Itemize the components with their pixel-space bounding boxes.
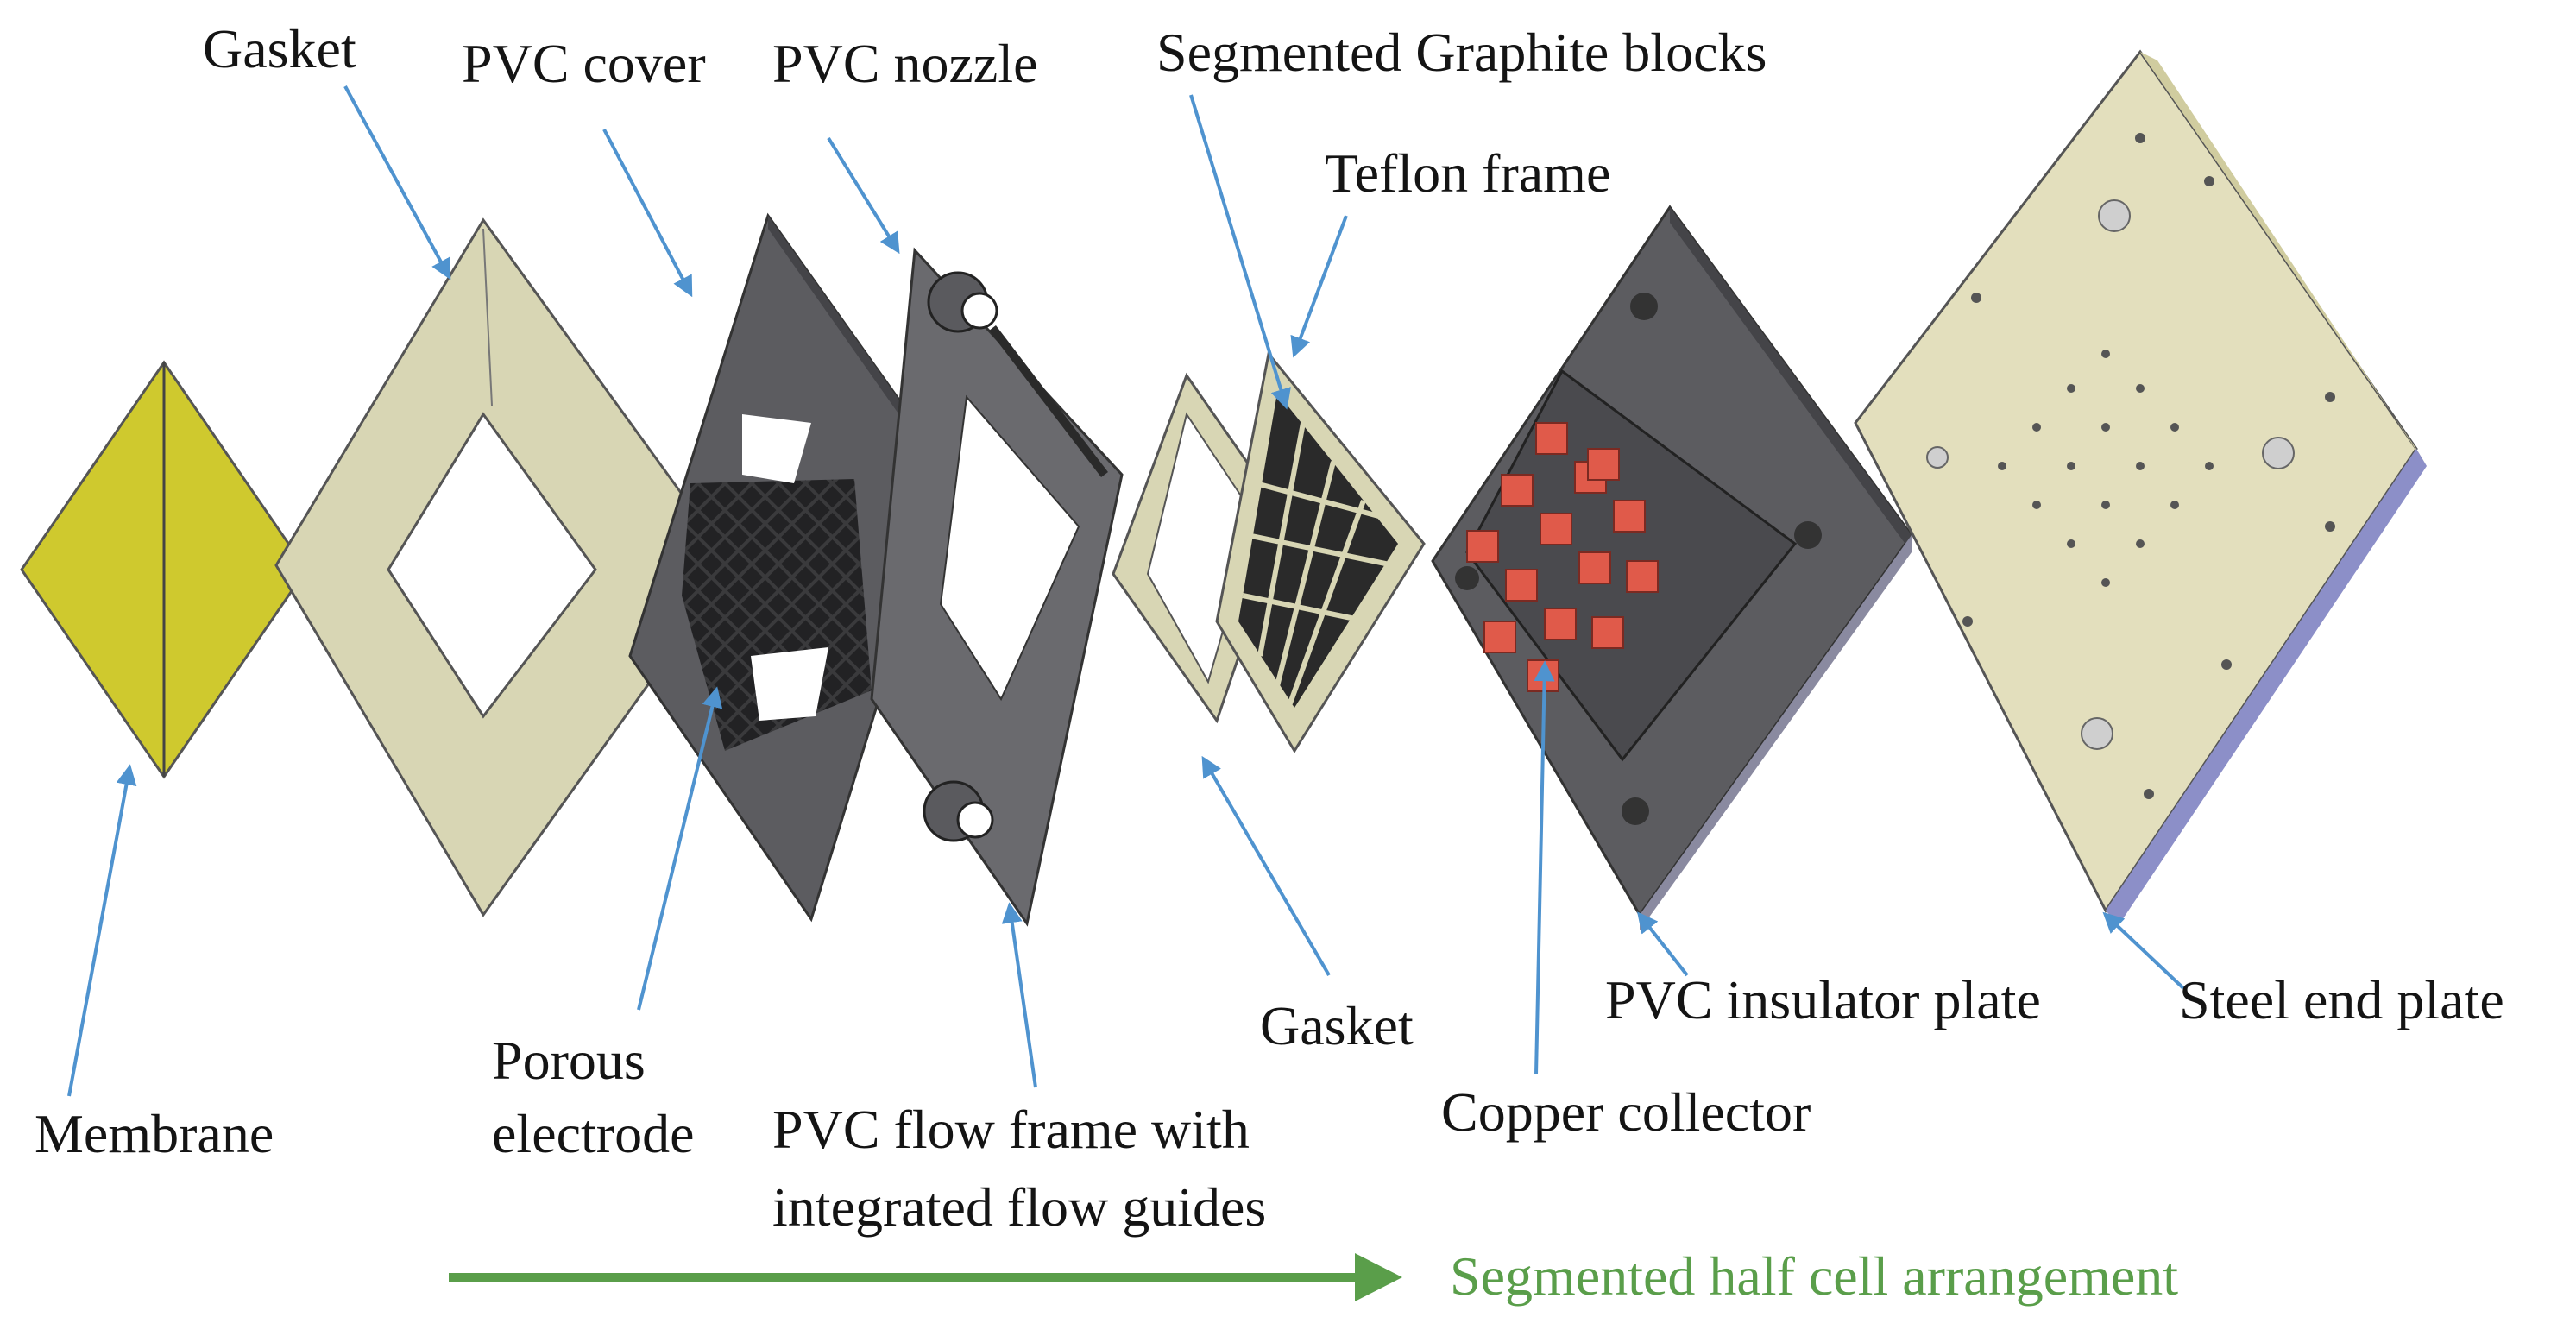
label-segmented-graphite: Segmented Graphite blocks [1156,22,1767,83]
pointer-arrows [67,85,2185,1097]
steel-end-plate-part [1854,49,2427,925]
label-pvc-insulator: PVC insulator plate [1605,969,2041,1030]
gasket-top-arrow [343,85,451,280]
gasket-left-part [274,217,735,917]
pvc-flow-frame-part [870,247,1124,927]
label-porous-1: Porous [492,1030,646,1091]
arrangement-arrow [449,1253,1402,1301]
copper-collector-part [1466,422,1659,692]
label-arrangement: Segmented half cell arrangement [1450,1245,2178,1307]
steel-arrow [2102,911,2185,990]
label-teflon-frame: Teflon frame [1325,142,1610,204]
label-steel-end-plate: Steel end plate [2179,969,2504,1030]
pvc-nozzle-arrow [827,136,900,255]
label-membrane: Membrane [35,1103,274,1164]
label-copper-collector: Copper collector [1441,1081,1811,1143]
porous-electrode-arrow [637,686,723,1011]
graphite-arrow [1189,94,1291,410]
label-flow-frame-2: integrated flow guides [772,1176,1266,1238]
label-gasket-top: Gasket [203,18,356,79]
label-pvc-cover: PVC cover [462,33,706,94]
teflon-arrow [1290,215,1348,358]
label-porous-2: electrode [492,1103,695,1164]
flow-frame-arrow [1001,902,1037,1088]
copper-arrow [1534,660,1555,1075]
label-flow-frame-1: PVC flow frame with [772,1099,1250,1160]
label-pvc-nozzle: PVC nozzle [772,33,1038,94]
membrane-arrow [67,764,137,1097]
label-gasket-bottom: Gasket [1260,995,1414,1056]
teflon-frame-part [1215,350,1426,753]
membrane-part [20,360,308,779]
graphite-block-grid [1242,422,1395,705]
gasket-bottom-arrow [1201,755,1331,977]
pvc-cover-arrow [602,129,693,298]
insulator-arrow [1637,911,1689,977]
pvc-insulator-part [1431,205,1913,930]
pvc-cover-part [628,212,951,923]
